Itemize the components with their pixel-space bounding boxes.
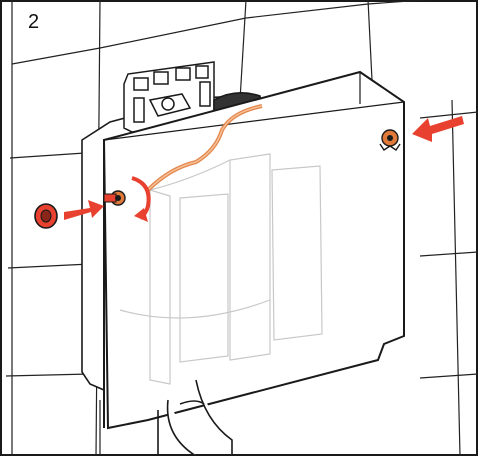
step-number: 2 <box>28 11 40 33</box>
plug-cap-icon <box>34 203 58 229</box>
drain-pipe <box>157 379 233 456</box>
cistern-front-body <box>102 70 405 430</box>
push-arrow-right <box>412 116 464 142</box>
anchor-screw-icon <box>103 190 126 206</box>
push-arrow-left <box>64 200 104 220</box>
wall-bracket-clip-icon <box>379 129 401 151</box>
cistern-inner-ghost <box>119 153 323 385</box>
rotation-arrow-icon <box>131 176 151 222</box>
actuation-bracket <box>123 61 215 133</box>
